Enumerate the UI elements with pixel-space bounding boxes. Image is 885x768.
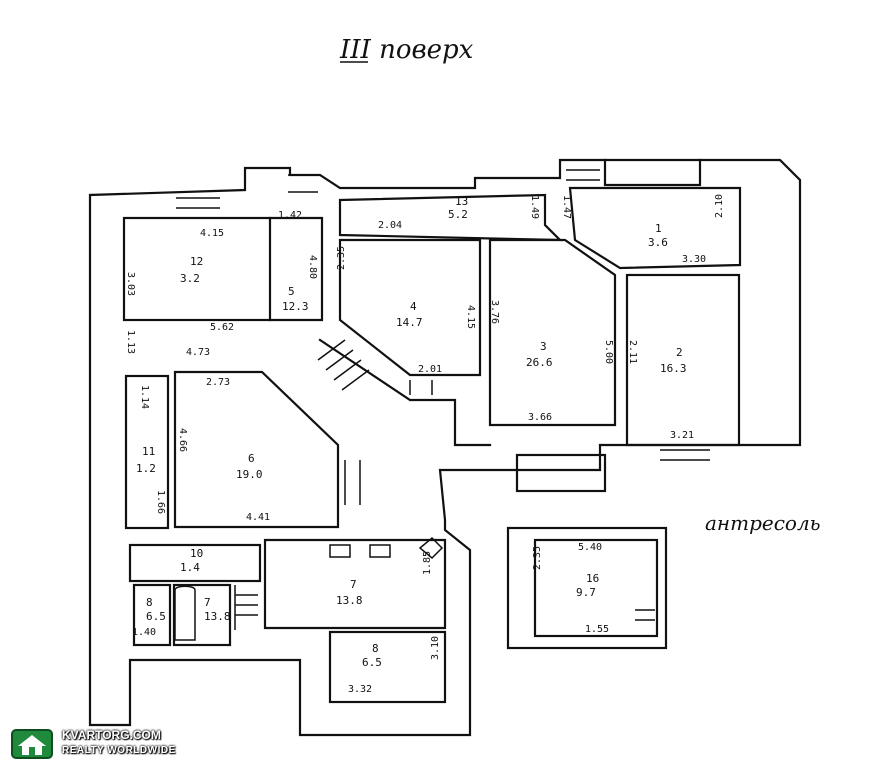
dim-label: 4.66 — [177, 428, 188, 452]
room-11 — [132, 583, 172, 647]
room-3-number: 3 — [540, 340, 547, 353]
corridor — [318, 338, 492, 447]
watermark: KVARTORG.COM REALTY WORLDWIDE — [6, 724, 186, 764]
room-8-area: 6.5 — [362, 656, 382, 669]
room-4-area: 14.7 — [396, 316, 423, 329]
dim-label: 2.73 — [206, 377, 230, 388]
dim-label: 2.10 — [714, 194, 725, 218]
room-3 — [488, 238, 617, 427]
dim-label: 1.66 — [155, 490, 166, 514]
room-14-area: 3.2 — [180, 272, 200, 285]
window-marks — [176, 169, 710, 505]
dim-label: 2.35 — [336, 246, 347, 270]
dim-label: 4.41 — [246, 512, 270, 523]
balcony — [515, 453, 607, 493]
room-15 — [338, 193, 563, 242]
room-13 — [124, 374, 170, 530]
room-10-number: 7 — [204, 596, 211, 609]
room-5-area: 12.3 — [282, 300, 309, 313]
room-16-area: 9.7 — [576, 586, 596, 599]
room-4 — [338, 238, 482, 377]
watermark-line-2: REALTY WORLDWIDE — [62, 745, 176, 756]
room-14 — [122, 216, 272, 322]
dim-label: 1.47 — [561, 195, 572, 219]
bathtub — [174, 585, 196, 641]
stair-diagonal — [317, 339, 370, 391]
room-7-number-visible: 7 — [350, 578, 357, 591]
room-7-area-visible: 13.8 — [336, 594, 363, 607]
house-icon — [11, 729, 53, 759]
dim-label: 4.80 — [307, 255, 318, 279]
dim-label: 5.40 — [578, 542, 602, 553]
dim-label: 1.55 — [585, 624, 609, 635]
top-annex — [603, 158, 702, 187]
room-15-area: 5.2 — [448, 208, 468, 221]
room-13-area: 1.2 — [136, 462, 156, 475]
room-16-number: 16 — [586, 572, 599, 585]
room-6 — [173, 370, 340, 529]
room-12 — [128, 543, 262, 583]
fixtures — [234, 536, 655, 630]
room-14-number: 12 — [190, 255, 203, 268]
dim-label: 3.76 — [489, 300, 500, 324]
room-5-number: 5 — [288, 285, 295, 298]
room-11-area: 6.5 — [146, 610, 166, 623]
room-15-number: 13 — [455, 195, 468, 208]
floor-title: III поверх — [339, 35, 474, 65]
room-13-number: 11 — [142, 445, 155, 458]
room-2-number: 2 — [676, 346, 683, 359]
mezzanine-label: антресоль — [705, 511, 821, 535]
room-10-area: 13.8 — [204, 610, 231, 623]
dim-label: 3.32 — [348, 684, 372, 695]
dim-label: 2.04 — [378, 220, 402, 231]
dim-label: 3.21 — [670, 430, 694, 441]
dim-label: 2.01 — [418, 364, 442, 375]
dim-label: 1.13 — [125, 330, 136, 354]
dim-label: 1.85 — [422, 551, 433, 575]
dim-label: 4.15 — [200, 228, 224, 239]
dim-label: 5.00 — [603, 340, 614, 364]
room-10 — [172, 583, 232, 647]
dim-label: 5.62 — [210, 322, 234, 333]
dim-label: 3.66 — [528, 412, 552, 423]
room-2 — [625, 273, 741, 447]
room-16 — [533, 538, 659, 638]
room-11-number: 8 — [146, 596, 153, 609]
room-3-area: 26.6 — [526, 356, 553, 369]
mezzanine-outer — [506, 526, 668, 650]
dim-label: 1.40 — [132, 627, 156, 638]
dim-label: 2.11 — [627, 340, 638, 364]
room-6-number: 6 — [248, 452, 255, 465]
dim-label: 3.10 — [430, 636, 441, 660]
dim-label: 1.14 — [139, 385, 150, 409]
dim-label: 4.15 — [465, 305, 476, 329]
dim-label: 2.35 — [532, 546, 543, 570]
watermark-line-1: KVARTORG.COM — [62, 728, 161, 742]
room-5 — [268, 216, 324, 322]
room-1 — [568, 186, 742, 270]
room-4-number: 4 — [410, 300, 417, 313]
room-8-number-visible: 8 — [372, 642, 379, 655]
room-12-number: 10 — [190, 547, 203, 560]
room-12-area: 1.4 — [180, 561, 200, 574]
room-2-area: 16.3 — [660, 362, 687, 375]
dim-label: 3.30 — [682, 254, 706, 265]
room-8 — [328, 630, 447, 704]
dim-label: 1.49 — [529, 195, 540, 219]
dim-label: 4.73 — [186, 347, 210, 358]
room-7 — [263, 538, 447, 630]
room-6-area: 19.0 — [236, 468, 263, 481]
dim-label: 1.42 — [278, 210, 302, 221]
room-1-area: 3.6 — [648, 236, 668, 249]
room-1-number: 1 — [655, 222, 662, 235]
dim-label: 3.03 — [125, 272, 136, 296]
